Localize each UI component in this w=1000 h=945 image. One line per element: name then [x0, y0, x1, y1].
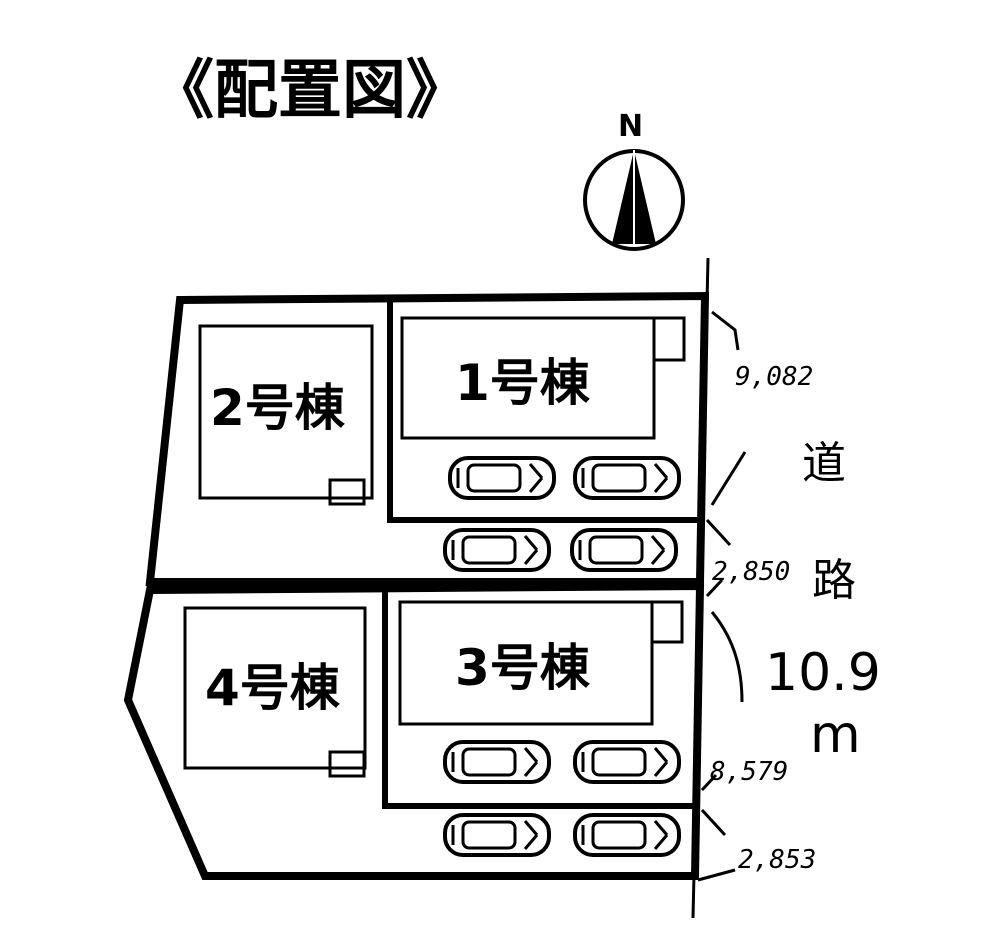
road-width-value: 10.9	[765, 643, 881, 703]
parked-car-icon	[443, 528, 551, 572]
parked-car-icon	[573, 456, 681, 500]
lot-outline-lower	[123, 581, 705, 880]
building-2-annex	[328, 478, 366, 506]
building-3-footprint	[398, 600, 654, 726]
building-3-annex	[650, 600, 684, 644]
building-2-footprint	[198, 324, 374, 500]
building-3-label: 3号棟	[455, 639, 591, 697]
diagram-title: 《配置図》	[150, 54, 470, 128]
dimension-label-2: 2,850	[712, 557, 790, 587]
building-1-label: 1号棟	[455, 354, 591, 412]
parked-car-icon	[573, 813, 681, 857]
road-label-char-1: 道	[802, 438, 846, 489]
lot1-boundary	[387, 300, 702, 523]
parked-car-icon	[448, 456, 556, 500]
parked-car-icon	[570, 528, 678, 572]
road-label-char-2: 路	[812, 555, 856, 606]
building-4-label: 4号棟	[205, 659, 341, 717]
dimension-label-3: 8,579	[710, 757, 788, 787]
building-1-footprint	[400, 316, 656, 440]
dimension-label-4: 2,853	[738, 845, 816, 875]
parked-car-icon	[443, 740, 551, 784]
dimension-label-1: 9,082	[735, 362, 813, 392]
dimension-leaders	[697, 310, 747, 882]
building-2-label: 2号棟	[210, 379, 346, 437]
north-arrow-icon	[583, 149, 685, 251]
parked-car-icon	[443, 813, 551, 857]
building-1-annex	[652, 316, 686, 362]
parked-car-icon	[573, 740, 681, 784]
building-4-annex	[328, 750, 366, 778]
compass-north-label: N	[618, 109, 643, 144]
parking-spaces	[443, 456, 681, 857]
lot3-boundary	[382, 590, 697, 809]
road-width-unit: m	[810, 705, 861, 765]
